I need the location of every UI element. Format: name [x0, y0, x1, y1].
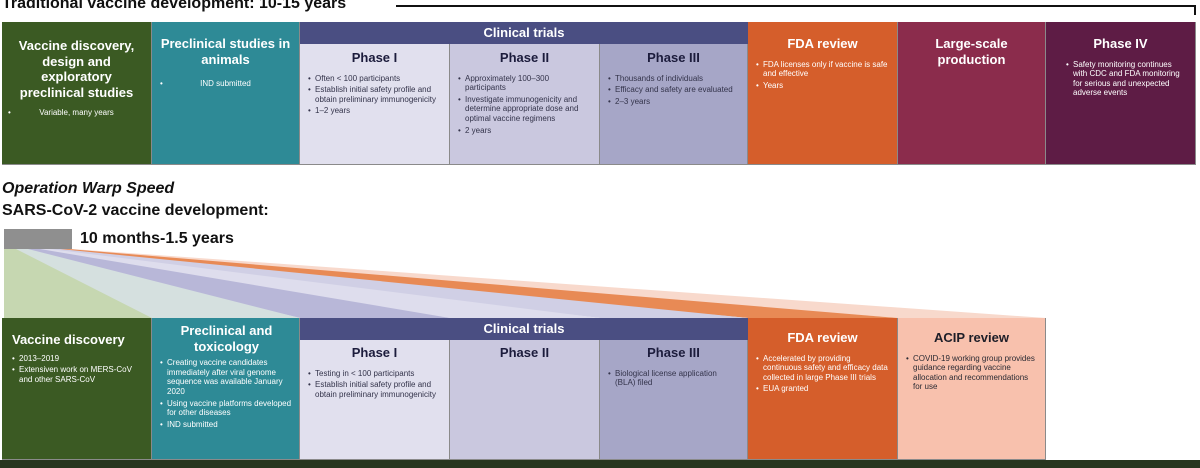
- stage-heading: Vaccine discovery, design and explorator…: [18, 38, 135, 100]
- stage-bullet: Investigate immunogenicity and determine…: [458, 95, 591, 124]
- ows-stage-fda-review: FDA review Accelerated by providing cont…: [748, 318, 898, 460]
- stage-bullet: Variable, many years: [8, 108, 145, 118]
- stage-bullet: EUA granted: [756, 384, 889, 394]
- stage-bullet: 2013–2019: [12, 354, 143, 364]
- traditional-stage-preclinical: Preclinical studies in animals IND submi…: [152, 22, 300, 165]
- stage-bullet: Years: [756, 81, 889, 91]
- stage-bullet: Often < 100 participants: [308, 74, 441, 84]
- stage-bullet: Approximately 100–300 participants: [458, 74, 591, 93]
- ows-duration-label: 10 months-1.5 years: [80, 230, 234, 247]
- stage-heading: FDA review: [787, 330, 858, 345]
- ows-duration-bar: [4, 229, 72, 249]
- funnel-wedge-phase-3: [4, 249, 748, 318]
- stage-heading: Vaccine discovery: [12, 332, 125, 347]
- traditional-stage-phase-2: Phase II Approximately 100–300 participa…: [450, 44, 600, 165]
- ows-stage-preclinical-toxicology: Preclinical and toxicology Creating vacc…: [152, 318, 300, 460]
- traditional-clinical-trials-band: Clinical trials: [300, 22, 748, 44]
- traditional-stage-phase-4: Phase IV Safety monitoring continues wit…: [1046, 22, 1196, 165]
- stage-bullet: Testing in < 100 participants: [308, 369, 441, 379]
- stage-bullet: Establish initial safety profile and obt…: [308, 85, 441, 104]
- stage-bullet: 2 years: [458, 126, 591, 136]
- stage-heading: FDA review: [787, 36, 858, 51]
- funnel-wedge-discovery: [4, 249, 152, 318]
- stage-bullet: Establish initial safety profile and obt…: [308, 380, 441, 399]
- stage-bullet: Safety monitoring continues with CDC and…: [1066, 60, 1187, 98]
- funnel-wedge-phase-2: [4, 249, 600, 318]
- traditional-stage-phase-3: Phase III Thousands of individuals Effic…: [600, 44, 748, 165]
- stage-bullet: Efficacy and safety are evaluated: [608, 85, 739, 95]
- stage-heading: Preclinical studies in animals: [160, 36, 291, 67]
- stage-bullet: COVID-19 working group provides guidance…: [906, 354, 1037, 392]
- stage-heading: Phase III: [647, 50, 700, 65]
- traditional-stage-discovery: Vaccine discovery, design and explorator…: [2, 22, 152, 165]
- traditional-stage-phase-1: Phase I Often < 100 participants Establi…: [300, 44, 450, 165]
- stage-bullet: Accelerated by providing continuous safe…: [756, 354, 889, 383]
- traditional-timeline-line: [396, 5, 1196, 7]
- stage-bullet: FDA licenses only if vaccine is safe and…: [756, 60, 889, 79]
- stage-heading: Large-scale production: [935, 36, 1008, 67]
- stage-heading: ACIP review: [934, 330, 1009, 345]
- stage-bullet: 1–2 years: [308, 106, 441, 116]
- ows-title: Operation Warp Speed: [2, 180, 175, 197]
- stage-heading: Phase I: [351, 345, 398, 360]
- stage-bullet: Thousands of individuals: [608, 74, 739, 84]
- traditional-title: Traditional vaccine development: 10-15 y…: [2, 0, 347, 12]
- ows-clinical-trials-band: Clinical trials: [300, 318, 748, 340]
- stage-heading: Preclinical and toxicology: [180, 323, 273, 354]
- funnel-wedge-preclinical: [4, 249, 300, 318]
- ows-stage-phase-1: Phase I Testing in < 100 participants Es…: [300, 340, 450, 460]
- stage-bullet: IND submitted: [160, 420, 293, 430]
- funnel-wedge-phase-1: [4, 249, 450, 318]
- stage-heading: Phase I: [351, 50, 398, 65]
- stage-heading: Phase II: [499, 345, 550, 360]
- traditional-stage-large-scale-production: Large-scale production: [898, 22, 1046, 165]
- stage-heading: Phase III: [647, 345, 700, 360]
- stage-bullet: Using vaccine platforms developed for ot…: [160, 399, 293, 418]
- ows-stage-acip-review: ACIP review COVID-19 working group provi…: [898, 318, 1046, 460]
- ows-stage-phase-2: Phase II: [450, 340, 600, 460]
- stage-bullet: Creating vaccine candidates immediately …: [160, 358, 293, 396]
- bottom-strip: [0, 460, 1200, 468]
- stage-bullet: Biological license application (BLA) fil…: [608, 369, 739, 388]
- stage-bullet: IND submitted: [160, 79, 291, 89]
- ows-subtitle: SARS-CoV-2 vaccine development:: [2, 202, 269, 219]
- stage-bullet: 2–3 years: [608, 97, 739, 107]
- stage-bullet: Extensiven work on MERS-CoV and other SA…: [12, 365, 143, 384]
- ows-stage-phase-3: Phase III Biological license application…: [600, 340, 748, 460]
- stage-heading: Phase IV: [1093, 36, 1148, 51]
- stage-heading: Phase II: [499, 50, 550, 65]
- traditional-timeline-tick: [1194, 5, 1196, 15]
- ows-stage-discovery: Vaccine discovery 2013–2019 Extensiven w…: [2, 318, 152, 460]
- traditional-stage-fda-review: FDA review FDA licenses only if vaccine …: [748, 22, 898, 165]
